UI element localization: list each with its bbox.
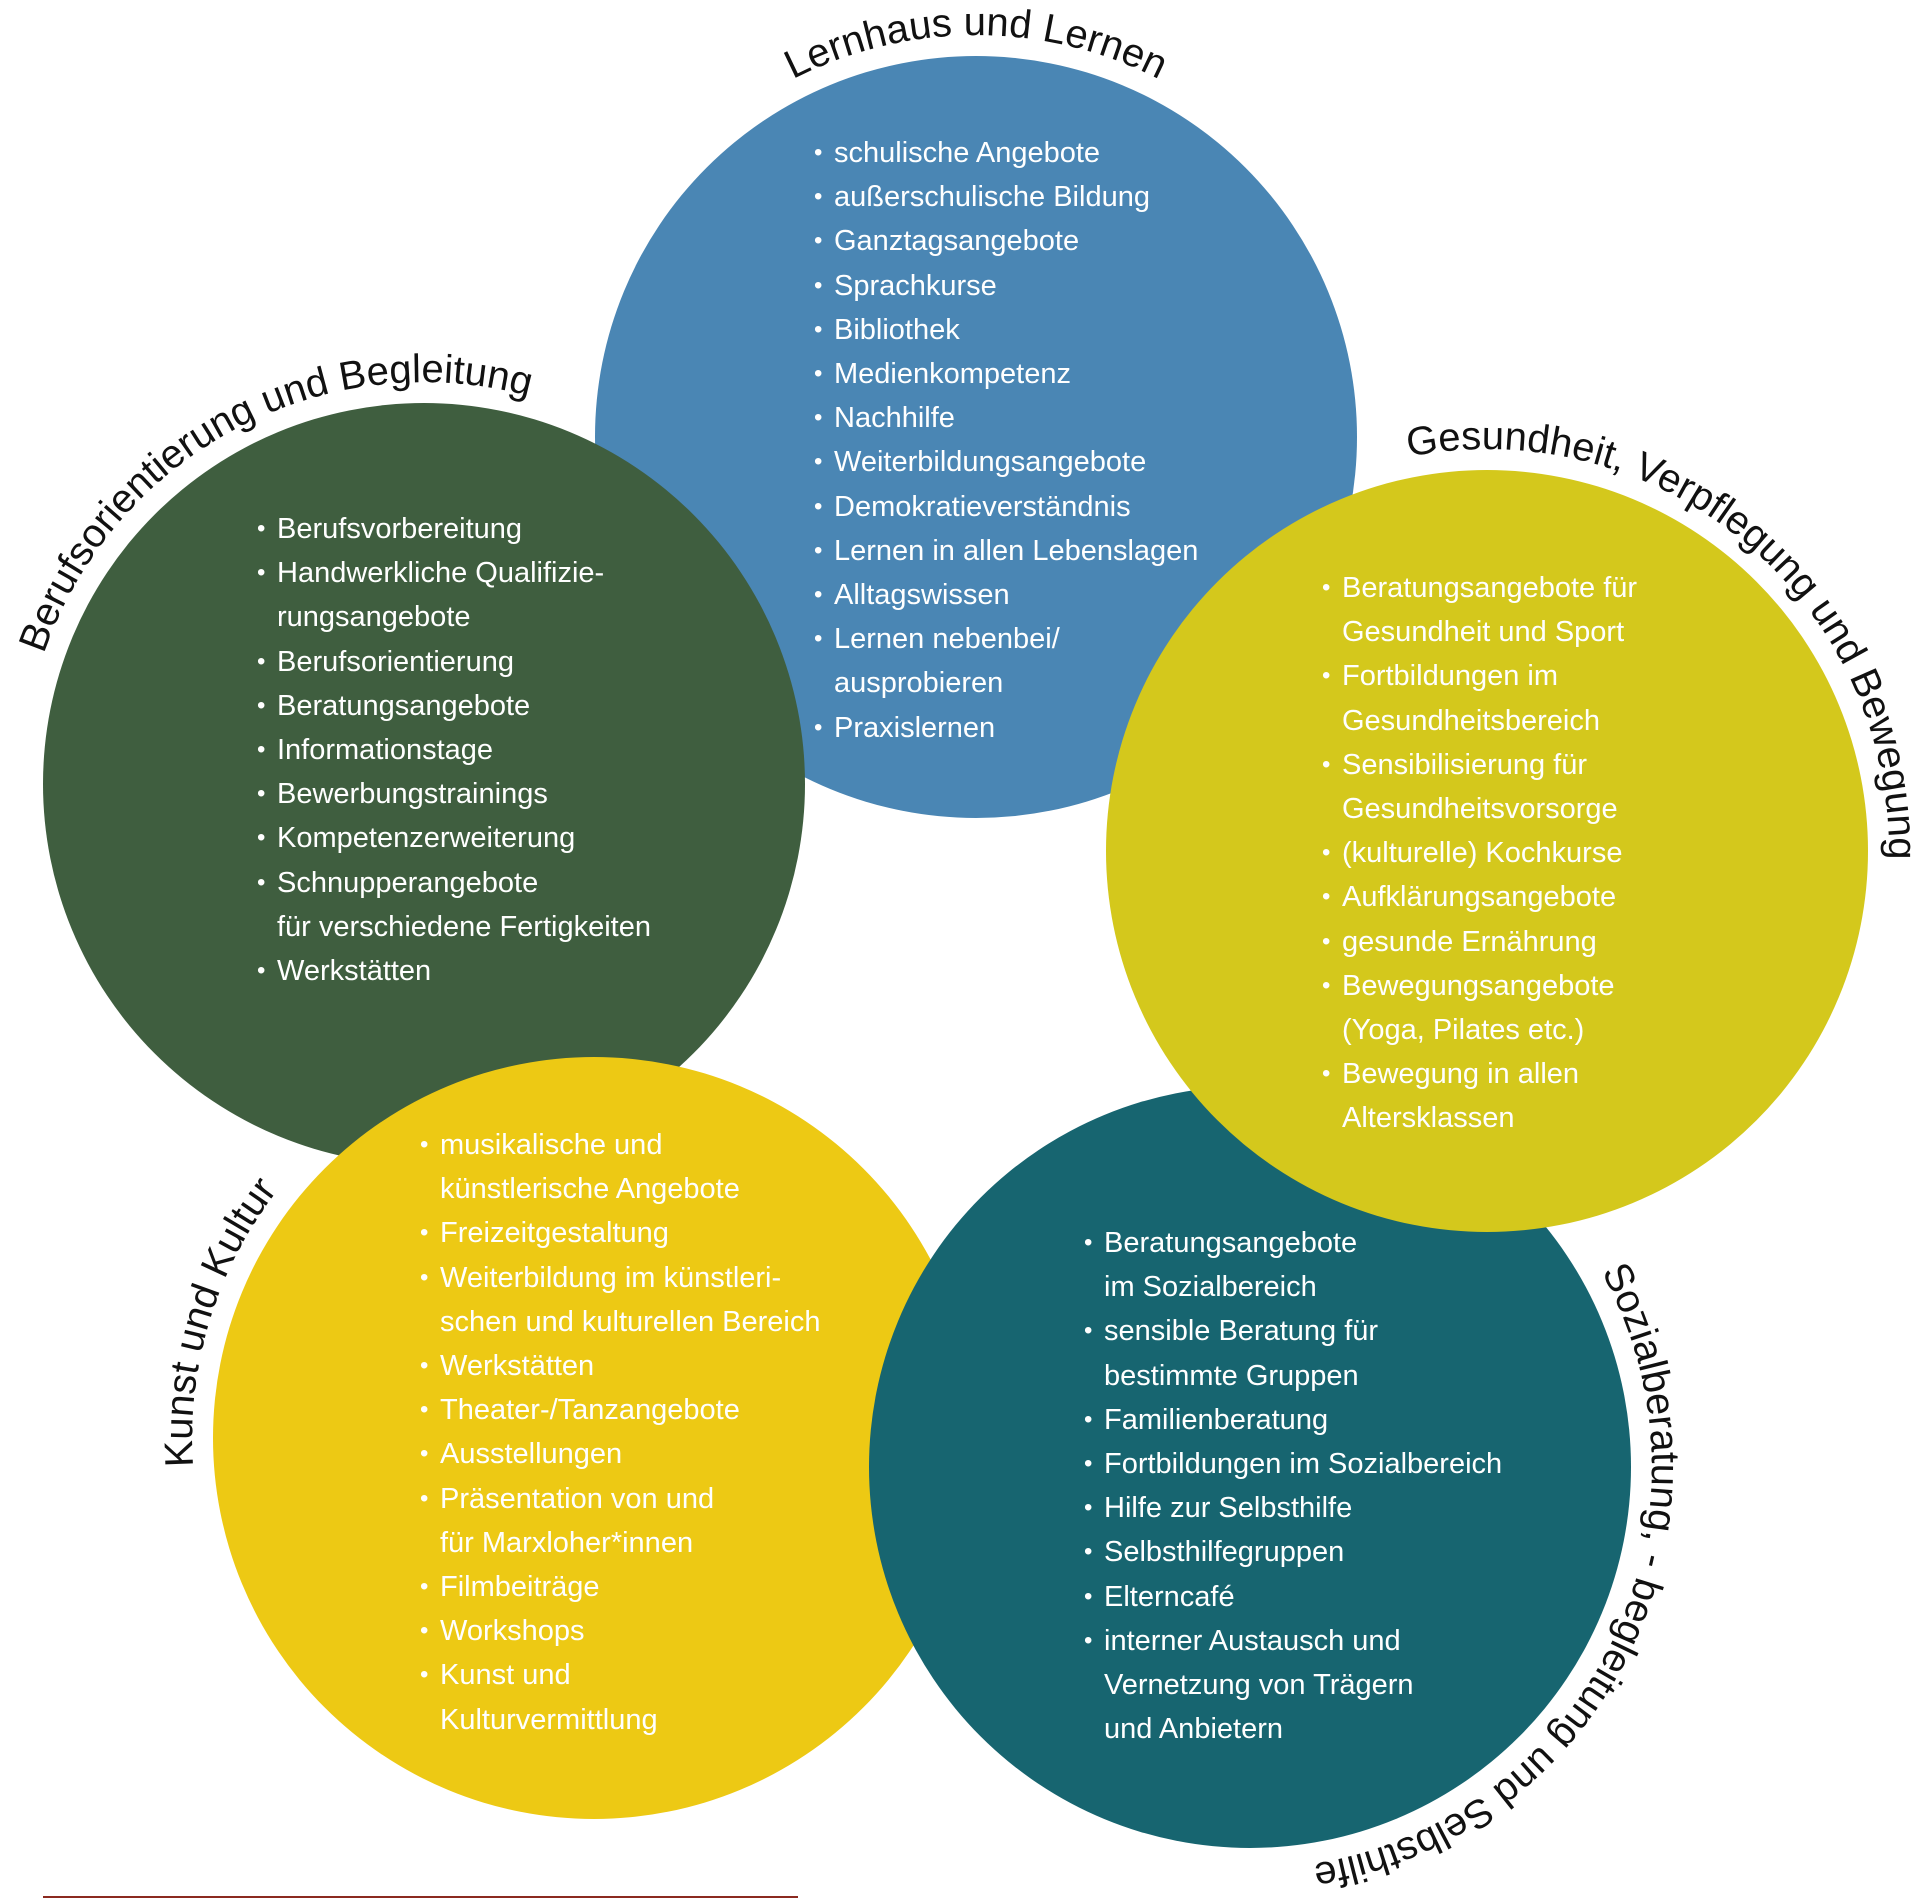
list-kunst: musikalische und künstlerische AngeboteF…: [420, 1123, 820, 1742]
list-item: Theater-/Tanzangebote: [420, 1388, 820, 1432]
list-item: Lernen in allen Lebenslagen: [814, 529, 1198, 573]
list-item: (kulturelle) Kochkurse: [1322, 831, 1637, 875]
list-item: Werkstätten: [420, 1344, 820, 1388]
list-item: Bewegung in allen Altersklassen: [1322, 1052, 1637, 1140]
list-item: Hilfe zur Selbsthilfe: [1084, 1486, 1502, 1530]
list-item: Filmbeiträge: [420, 1565, 820, 1609]
list-item: Weiterbildung im künstleri- schen und ku…: [420, 1256, 820, 1344]
list-item: Kompetenzerweiterung: [257, 816, 651, 860]
title-sozial: Sozialberatung, - begleitung und Selbsth…: [1311, 1256, 1687, 1899]
list-item: Präsentation von und für Marxloher*innen: [420, 1477, 820, 1565]
list-item: Alltagswissen: [814, 573, 1198, 617]
list-item: Beratungsangebote für Gesundheit und Spo…: [1322, 566, 1637, 654]
list-item: Workshops: [420, 1609, 820, 1653]
list-item: Elterncafé: [1084, 1575, 1502, 1619]
list-gesundheit: Beratungsangebote für Gesundheit und Spo…: [1322, 566, 1637, 1141]
list-sozial: Beratungsangebote im Sozialbereichsensib…: [1084, 1221, 1502, 1751]
list-item: Ganztagsangebote: [814, 219, 1198, 263]
list-item: interner Austausch und Vernetzung von Tr…: [1084, 1619, 1502, 1752]
list-item: Sprachkurse: [814, 264, 1198, 308]
list-item: Freizeitgestaltung: [420, 1211, 820, 1255]
list-item: musikalische und künstlerische Angebote: [420, 1123, 820, 1211]
list-item: außerschulische Bildung: [814, 175, 1198, 219]
list-item: Bewegungsangebote (Yoga, Pilates etc.): [1322, 964, 1637, 1052]
list-item: Werkstätten: [257, 949, 651, 993]
list-item: Bibliothek: [814, 308, 1198, 352]
list-item: Selbsthilfegruppen: [1084, 1530, 1502, 1574]
list-item: Beratungsangebote: [257, 684, 651, 728]
title-beruf: Berufsorientierung und Begleitung: [11, 347, 537, 657]
list-lernhaus: schulische Angeboteaußerschulische Bildu…: [814, 131, 1198, 750]
list-item: Informationstage: [257, 728, 651, 772]
list-item: Fortbildungen im Sozialbereich: [1084, 1442, 1502, 1486]
list-item: Kunst und Kulturvermittlung: [420, 1653, 820, 1741]
divider-line: [43, 1896, 798, 1898]
list-item: Lernen nebenbei/ ausprobieren: [814, 617, 1198, 705]
list-item: Demokratieverständnis: [814, 485, 1198, 529]
list-item: Medienkompetenz: [814, 352, 1198, 396]
list-item: Nachhilfe: [814, 396, 1198, 440]
list-item: Berufsvorbereitung: [257, 507, 651, 551]
list-item: Sensibilisierung für Gesundheitsvorsorge: [1322, 743, 1637, 831]
list-item: Ausstellungen: [420, 1432, 820, 1476]
list-item: Praxislernen: [814, 706, 1198, 750]
list-item: Aufklärungsangebote: [1322, 875, 1637, 919]
list-item: Fortbildungen im Gesundheitsbereich: [1322, 654, 1637, 742]
list-item: Handwerkliche Qualifizie- rungsangebote: [257, 551, 651, 639]
list-item: Familienberatung: [1084, 1398, 1502, 1442]
list-item: Bewerbungstrainings: [257, 772, 651, 816]
list-item: gesunde Ernährung: [1322, 920, 1637, 964]
list-item: Schnupperangebote für verschiedene Ferti…: [257, 861, 651, 949]
list-item: Berufsorientierung: [257, 640, 651, 684]
list-beruf: BerufsvorbereitungHandwerkliche Qualifiz…: [257, 507, 651, 993]
list-item: Weiterbildungsangebote: [814, 440, 1198, 484]
list-item: schulische Angebote: [814, 131, 1198, 175]
list-item: Beratungsangebote im Sozialbereich: [1084, 1221, 1502, 1309]
title-lernhaus: Lernhaus und Lernen: [778, 0, 1175, 87]
title-gesundheit: Gesundheit, Verpflegung und Bewegung: [1403, 414, 1920, 860]
title-kunst: Kunst und Kultur: [157, 1169, 285, 1468]
list-item: sensible Beratung für bestimmte Gruppen: [1084, 1309, 1502, 1397]
